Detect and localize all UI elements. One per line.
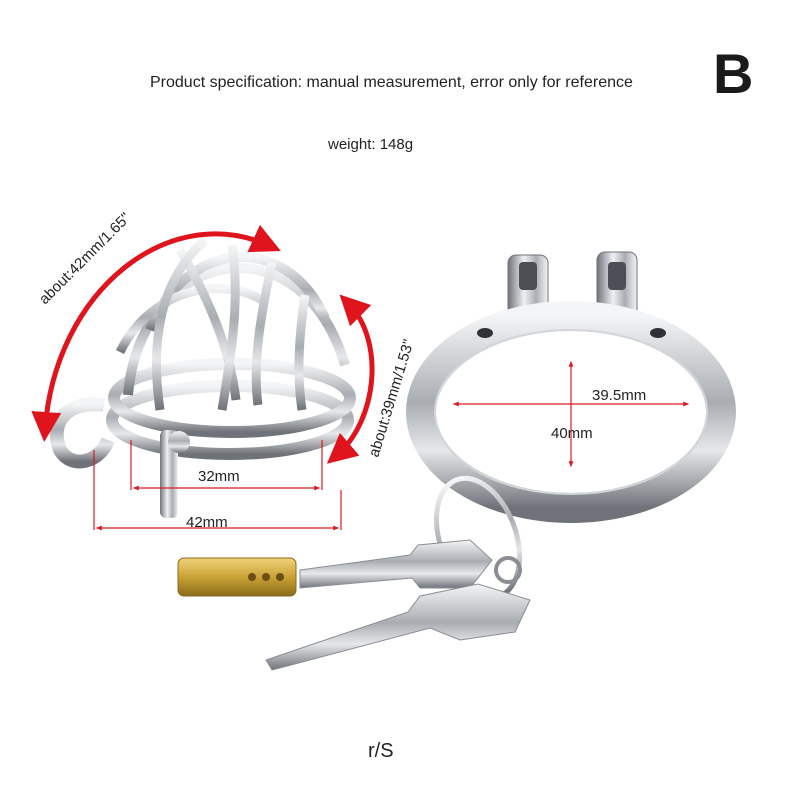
cage-height-arrow	[326, 294, 375, 464]
size-label: r/S	[368, 740, 394, 762]
spec-note: Product specification: manual measuremen…	[150, 74, 633, 91]
keys-image	[177, 475, 531, 671]
cage-arc-label: about:42mm/1.65"	[36, 209, 134, 307]
cage-outer-width-label: 42mm	[186, 514, 228, 531]
cage-width-measure	[93, 440, 342, 531]
variant-badge: B	[713, 42, 754, 105]
weight-label: weight: 148g	[328, 136, 414, 153]
ring-measure	[452, 360, 690, 468]
ring-image	[406, 251, 736, 523]
ring-width-label: 39.5mm	[592, 387, 646, 404]
ring-height-label: 40mm	[551, 425, 593, 442]
cage-arc-arrow	[31, 224, 281, 442]
cage-inner-width-label: 32mm	[198, 468, 240, 485]
